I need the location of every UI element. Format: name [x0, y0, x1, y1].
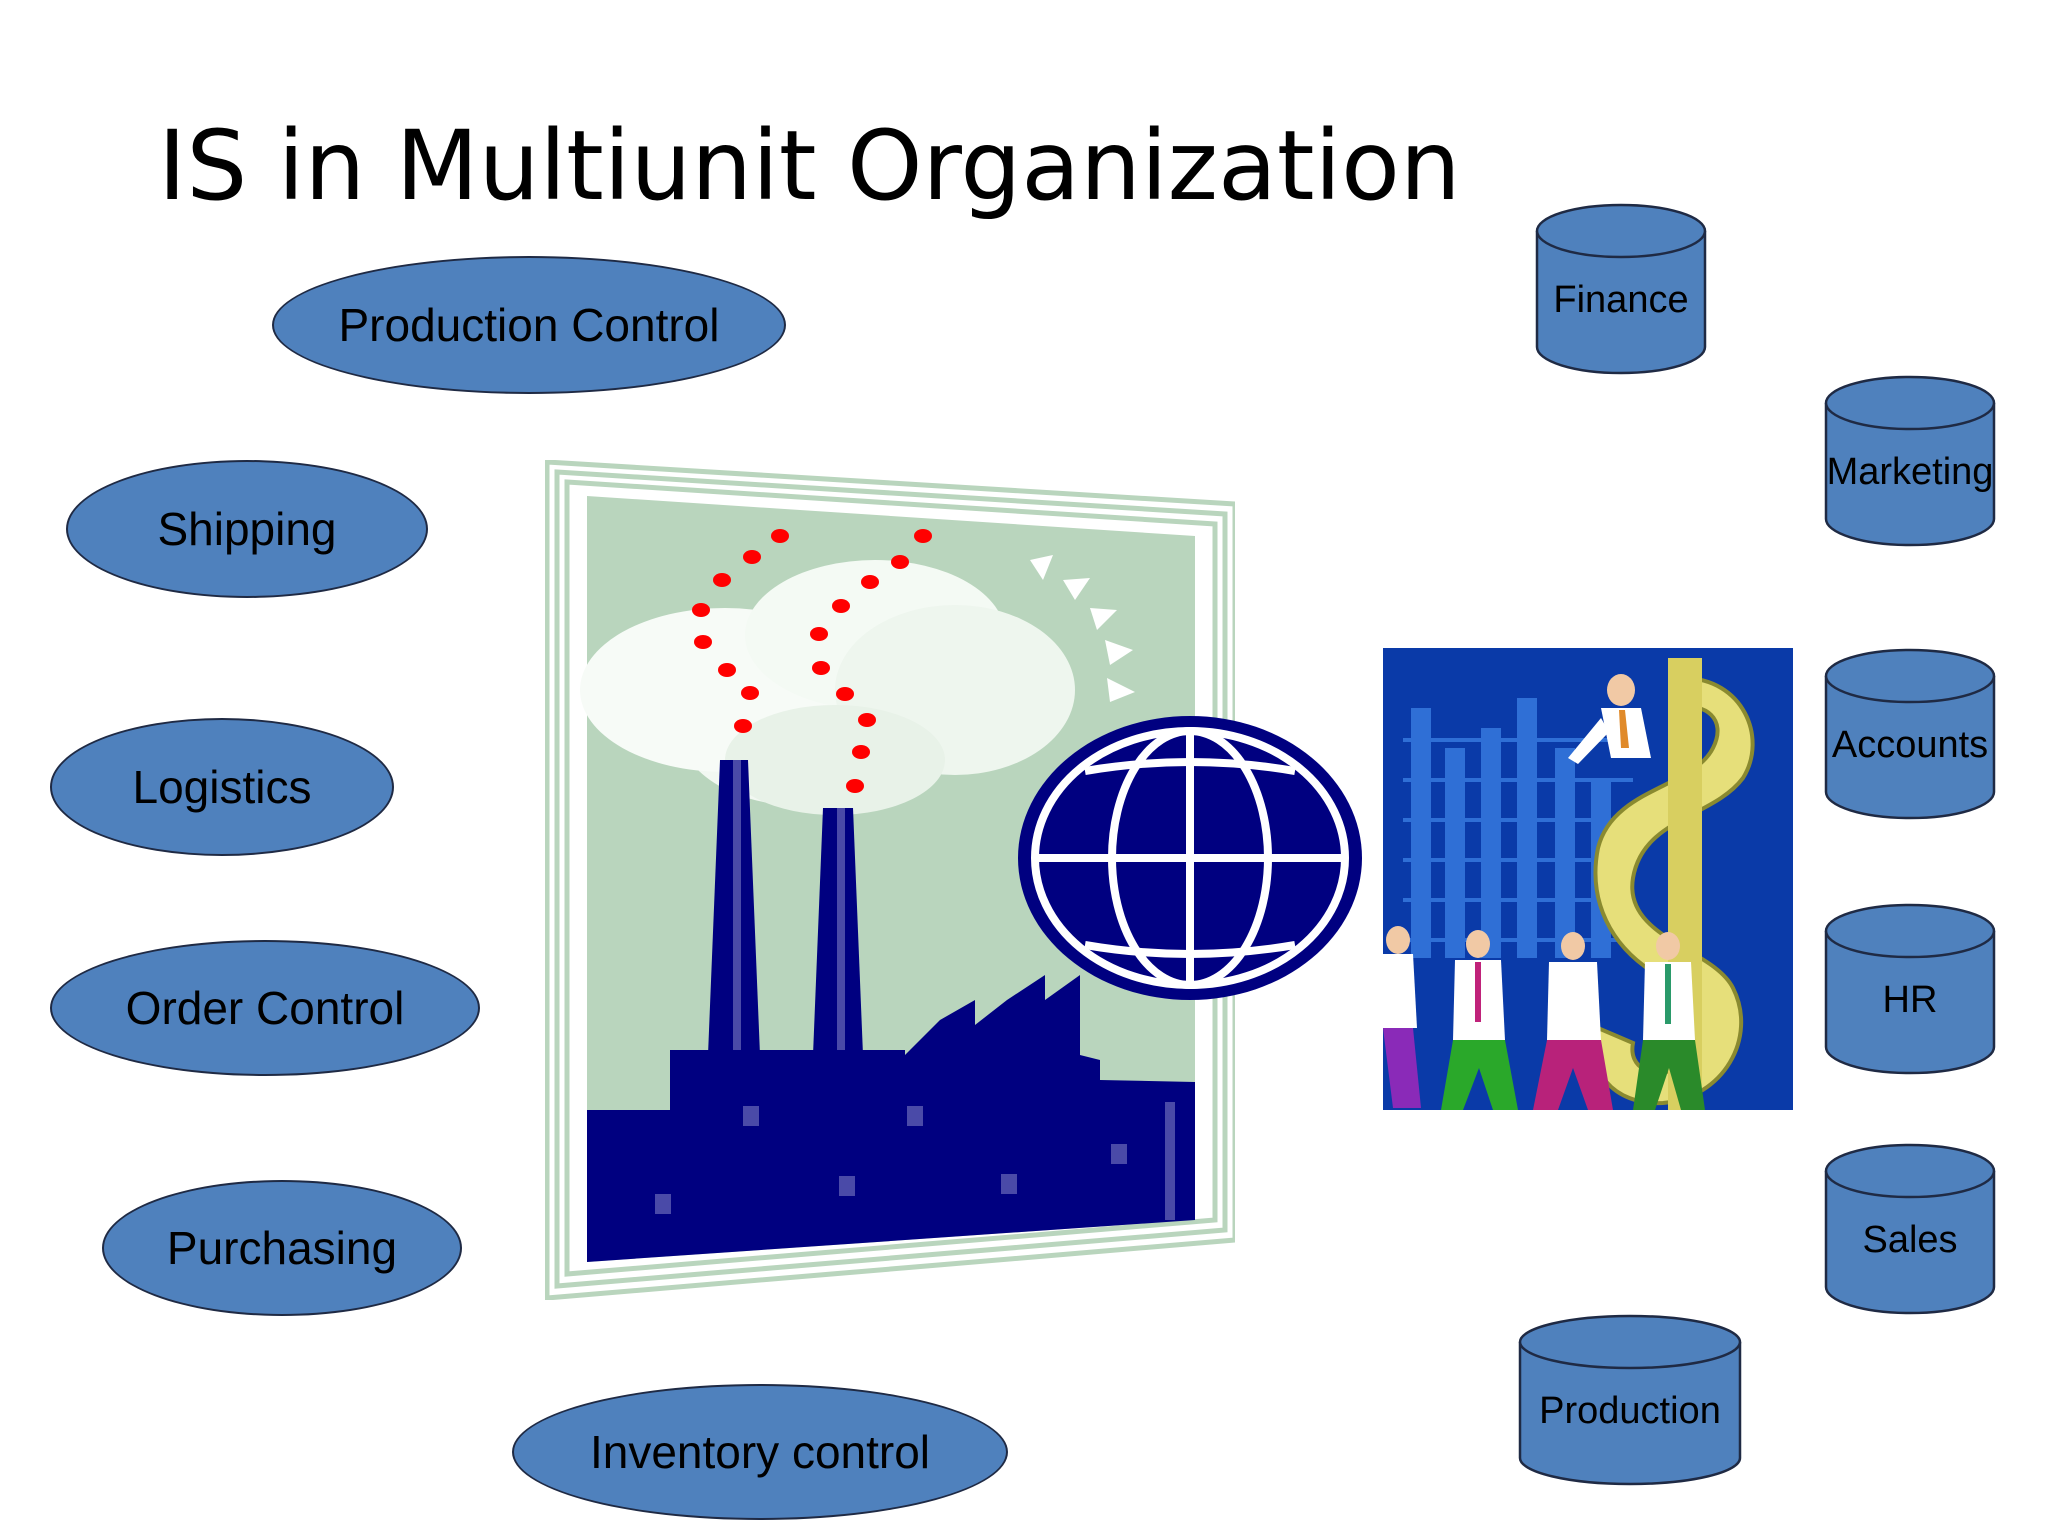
ellipse-order-control: Order Control [50, 940, 480, 1076]
slide-title: IS in Multiunit Organization [158, 110, 1461, 222]
database-label: Accounts [1831, 724, 1989, 766]
ellipse-label: Purchasing [166, 1222, 398, 1274]
globe-icon [1015, 713, 1365, 1003]
database-marketing: Marketing [1824, 375, 1996, 547]
ellipse-shipping: Shipping [66, 460, 428, 598]
ellipse-inventory-control: Inventory control [512, 1384, 1008, 1520]
ellipse-label: Order Control [125, 982, 405, 1034]
ellipse-label: Shipping [157, 503, 337, 555]
database-label: Production [1539, 1390, 1721, 1432]
ellipse-logistics: Logistics [50, 718, 394, 856]
ellipse-label: Production Control [338, 299, 720, 351]
database-accounts: Accounts [1824, 648, 1996, 820]
database-sales: Sales [1824, 1143, 1996, 1315]
database-label: HR [1882, 979, 1938, 1021]
factory-icon [544, 459, 1238, 1301]
ellipse-production-control: Production Control [272, 256, 786, 394]
database-label: Marketing [1826, 451, 1994, 493]
database-label: Sales [1862, 1219, 1958, 1261]
ellipse-label: Inventory control [589, 1426, 931, 1478]
database-production: Production [1518, 1314, 1742, 1486]
database-finance: Finance [1535, 203, 1707, 375]
database-label: Finance [1553, 279, 1689, 321]
business-people-icon [1383, 648, 1793, 1110]
ellipse-purchasing: Purchasing [102, 1180, 462, 1316]
database-hr: HR [1824, 903, 1996, 1075]
ellipse-label: Logistics [132, 761, 312, 813]
